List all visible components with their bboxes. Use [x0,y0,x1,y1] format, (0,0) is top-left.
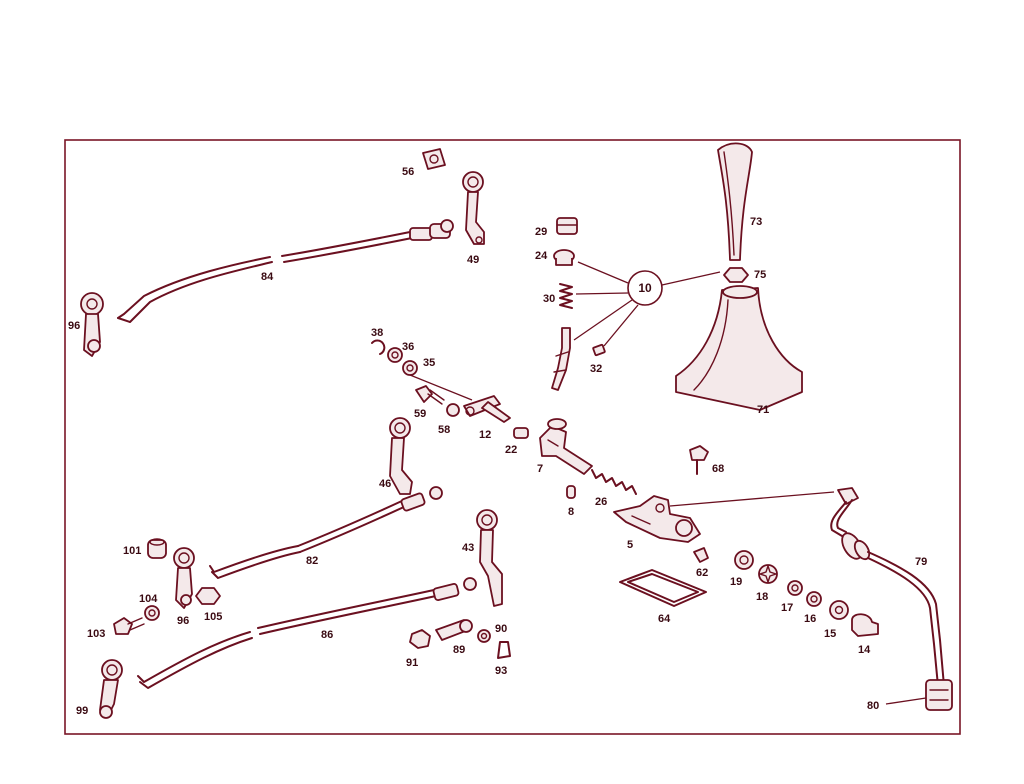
part-5-housing [613,495,701,543]
part-96-lower-lever [173,547,195,609]
part-73-knob [717,142,753,261]
part-93-clip [497,641,511,659]
part-32-key [592,343,606,357]
part-105-nut [195,587,221,605]
part-101-bushing [147,538,167,559]
label-82: 82 [306,555,318,567]
label-19: 19 [730,576,742,588]
part-14-cap [851,613,879,637]
label-91: 91 [406,657,418,669]
part-99-lever [99,659,123,719]
label-62: 62 [696,567,708,579]
label-99: 99 [76,705,88,717]
label-103: 103 [87,628,105,640]
part-80-sleeve [925,679,953,711]
label-29: 29 [535,226,547,238]
part-15-washer [829,600,849,620]
part-35-washer [402,360,418,376]
part-36-washer [387,347,403,363]
label-90: 90 [495,623,507,635]
part-86-rod [137,577,477,689]
label-35: 35 [423,357,435,369]
label-36: 36 [402,341,414,353]
part-29-bushing [556,217,578,235]
label-46: 46 [379,478,391,490]
part-30-spring [559,283,573,309]
label-75: 75 [754,269,766,281]
part-56-plate [422,148,446,170]
part-68-bolt [689,445,709,475]
label-56: 56 [402,166,414,178]
part-96-upper-lever [80,292,104,357]
part-46-lever [389,417,413,495]
label-96-upper: 96 [68,320,80,332]
label-12: 12 [479,429,491,441]
part-24-cap [553,249,575,266]
part-16-washer [806,591,822,607]
part-62-clip [693,547,709,563]
part-75-nut [723,267,749,283]
part-71-boot [675,285,803,411]
part-91-nut [409,629,431,649]
label-15: 15 [824,628,836,640]
diagram-frame [64,139,961,735]
label-22: 22 [505,444,517,456]
label-105: 105 [204,611,222,623]
part-90-washer [477,629,491,643]
part-7-shaft [539,418,593,475]
label-32: 32 [590,363,602,375]
label-59: 59 [414,408,426,420]
part-selector-pin [551,327,571,391]
part-17-bushing [787,580,803,596]
label-86: 86 [321,629,333,641]
part-59-bolt [415,385,445,405]
label-18: 18 [756,591,768,603]
label-96-lower: 96 [177,615,189,627]
label-71: 71 [757,404,769,416]
label-43: 43 [462,542,474,554]
label-8: 8 [568,506,574,518]
part-19-washer [734,550,754,570]
label-73: 73 [750,216,762,228]
label-68: 68 [712,463,724,475]
part-26-spring [591,469,637,495]
part-12-lever [463,395,511,423]
label-58: 58 [438,424,450,436]
label-30: 30 [543,293,555,305]
label-16: 16 [804,613,816,625]
part-64-gasket [619,569,707,607]
label-17: 17 [781,602,793,614]
label-14: 14 [858,644,871,656]
label-79: 79 [915,556,927,568]
part-58-washer [446,403,460,417]
part-104-washer [144,605,160,621]
part-8-pin [566,485,576,499]
part-84-shift-rod [117,219,454,323]
part-79-cable [830,487,945,687]
part-22-bushing [513,427,529,439]
part-82-rod [209,486,443,579]
part-38-clip [371,339,386,355]
part-18-lock-washer [758,564,778,584]
label-80: 80 [867,700,879,712]
label-49: 49 [467,254,479,266]
callout-10: 10 [573,261,721,347]
label-84: 84 [261,271,274,283]
label-104: 104 [139,593,158,605]
part-49-lever [462,171,485,245]
part-89-pin [435,619,473,641]
part-43-lever [476,509,503,607]
label-26: 26 [595,496,607,508]
label-64: 64 [658,613,671,625]
callout-10-label: 10 [638,281,652,295]
label-101: 101 [123,545,141,557]
label-7: 7 [537,463,543,475]
label-93: 93 [495,665,507,677]
label-24: 24 [535,250,548,262]
label-38: 38 [371,327,383,339]
label-5: 5 [627,539,633,551]
part-103-bolt [113,617,145,635]
label-89: 89 [453,644,465,656]
